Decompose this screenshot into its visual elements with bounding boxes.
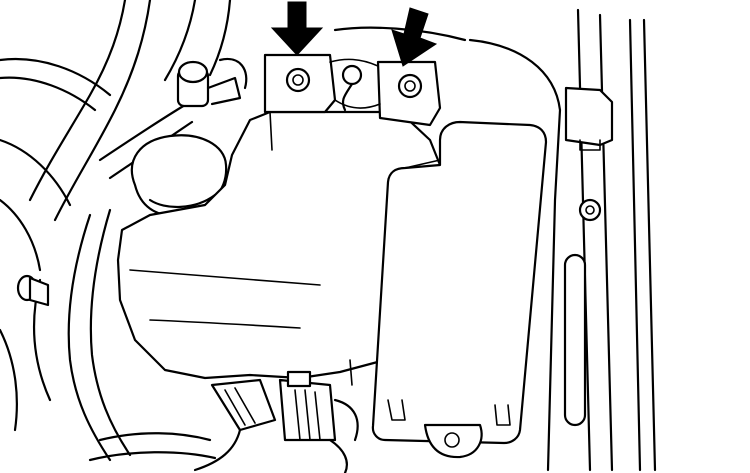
center-stud	[341, 64, 363, 112]
left-plug	[16, 274, 50, 307]
body-panel	[468, 8, 657, 472]
electrical-connectors	[88, 370, 359, 473]
right-mounting-bolt	[397, 73, 423, 99]
arrow-down-icon	[391, 7, 438, 67]
cover-mount-tab	[423, 423, 483, 459]
upper-connector	[176, 57, 248, 108]
cover-box	[371, 120, 548, 445]
left-mounting-bolt	[285, 67, 311, 93]
arrow-down-icon	[270, 1, 324, 56]
round-cap	[130, 134, 228, 217]
top-edge	[333, 26, 467, 42]
